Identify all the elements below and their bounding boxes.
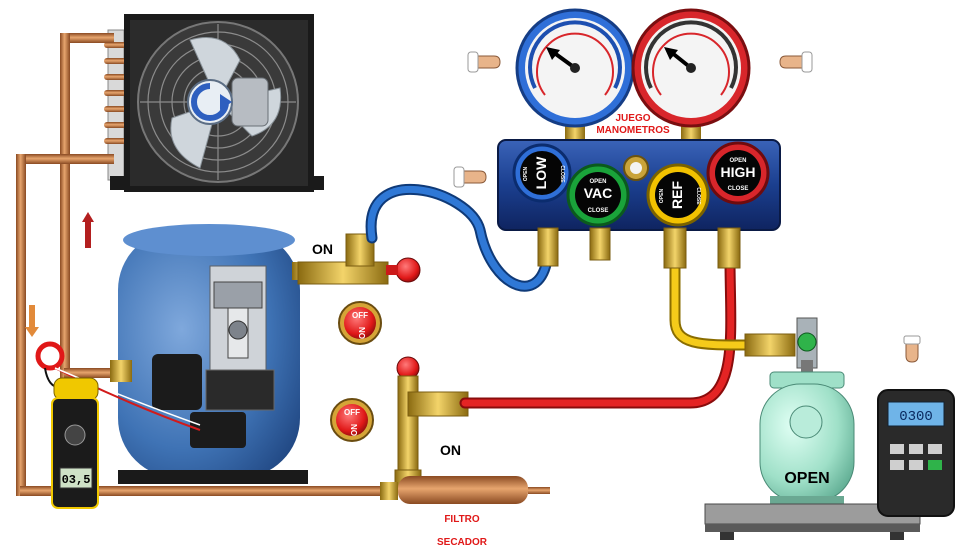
secador-label: SECADOR bbox=[437, 537, 488, 548]
low-open-label: OPEN bbox=[523, 167, 529, 182]
compressor bbox=[110, 224, 320, 484]
manometros-label: MANOMETROS bbox=[596, 125, 670, 136]
up-arrow-icon bbox=[82, 212, 94, 248]
bottom-off-on-knob[interactable]: OFF ON bbox=[330, 398, 374, 442]
ref-close-label: CLOSE bbox=[695, 187, 701, 205]
hand-pointer-icon bbox=[453, 166, 487, 188]
blue-hose bbox=[365, 183, 554, 292]
vac-knob[interactable]: VAC OPEN CLOSE bbox=[566, 163, 630, 227]
tank-valve[interactable] bbox=[744, 317, 818, 374]
high-open-label: OPEN bbox=[729, 158, 746, 164]
juego-label: JUEGO bbox=[615, 113, 650, 124]
bottom-knob-off-label: OFF bbox=[344, 408, 360, 417]
condenser-coil bbox=[104, 42, 128, 144]
filtro-label: FILTRO bbox=[444, 514, 480, 525]
ref-open-label: OPEN bbox=[659, 189, 665, 204]
electronic-scale bbox=[877, 389, 955, 517]
low-close-label: CLOSE bbox=[559, 165, 565, 183]
top-knob-on-label: ON bbox=[358, 327, 367, 339]
vac-knob-label: VAC bbox=[584, 185, 613, 201]
low-pressure-gauge bbox=[515, 8, 635, 144]
filter-drier bbox=[380, 476, 550, 504]
scale-platform bbox=[704, 503, 921, 540]
top-off-on-knob[interactable]: OFF ON bbox=[338, 301, 382, 345]
suction-service-valve[interactable] bbox=[297, 233, 421, 285]
hand-pointer-icon bbox=[779, 51, 813, 73]
high-knob[interactable]: HIGH OPEN CLOSE bbox=[706, 141, 770, 205]
copper-piping bbox=[16, 33, 395, 496]
hand-pointer-icon bbox=[903, 335, 921, 363]
low-knob-label: LOW bbox=[533, 156, 549, 189]
condenser-unit bbox=[104, 14, 324, 192]
top-knob-off-label: OFF bbox=[352, 311, 368, 320]
liquid-service-valve[interactable] bbox=[394, 356, 469, 493]
tank-open-label: OPEN bbox=[784, 470, 829, 487]
high-close-label: CLOSE bbox=[728, 186, 749, 192]
top-on-label: ON bbox=[312, 241, 333, 257]
yellow-hose bbox=[669, 256, 751, 351]
high-knob-label: HIGH bbox=[721, 164, 756, 180]
vac-close-label: CLOSE bbox=[588, 208, 609, 214]
bottom-on-label: ON bbox=[440, 442, 461, 458]
red-hose bbox=[459, 254, 737, 409]
clamp-display: 03,5 bbox=[62, 473, 91, 487]
scale-display: 0300 bbox=[899, 409, 933, 425]
hand-pointer-icon bbox=[467, 51, 501, 73]
ref-knob-label: REF bbox=[669, 181, 685, 209]
clamp-meter bbox=[35, 341, 201, 509]
high-pressure-gauge bbox=[631, 8, 751, 144]
down-arrow-icon bbox=[25, 305, 39, 337]
rotation-arrow-icon bbox=[191, 83, 232, 121]
bottom-knob-on-label: ON bbox=[350, 424, 359, 436]
ref-knob[interactable]: REF OPEN CLOSE bbox=[646, 163, 710, 227]
refrigerant-tank bbox=[759, 371, 855, 504]
low-knob[interactable]: LOW OPEN CLOSE bbox=[512, 143, 572, 203]
vac-open-label: OPEN bbox=[589, 179, 606, 185]
manifold-fittings bbox=[537, 227, 741, 269]
